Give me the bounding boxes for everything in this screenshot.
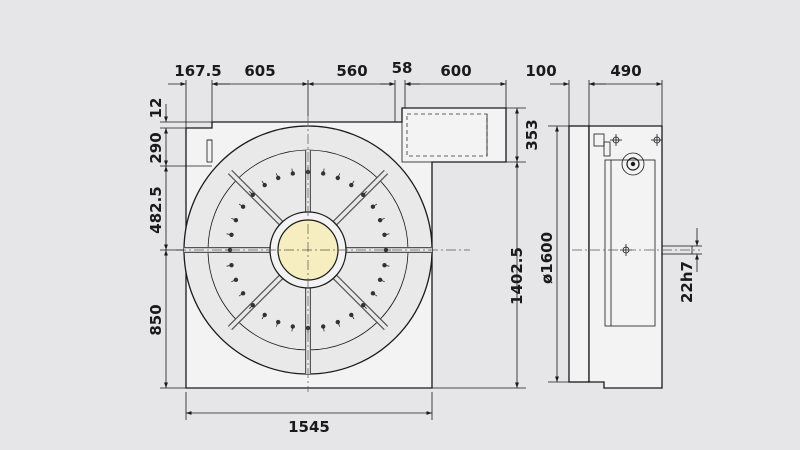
bolt-hole-tick: [372, 292, 378, 297]
dim-605: 605: [244, 62, 275, 80]
dim-490: 490: [610, 62, 641, 80]
dim-58: 58: [392, 59, 413, 77]
bolt-hole-tick: [231, 217, 237, 221]
dim-600: 600: [440, 62, 471, 80]
bolt-hole-tick: [350, 180, 355, 186]
bolt-hole: [335, 319, 340, 325]
dim-560: 560: [336, 62, 367, 80]
dim-482-5: 482.5: [147, 186, 165, 233]
dim-1402-5: 1402.5: [508, 247, 526, 305]
bolt-hole-tick: [261, 314, 266, 320]
bolt-hole-tick: [337, 321, 341, 327]
dim-290: 290: [147, 132, 165, 163]
bolt-hole-tick: [337, 173, 341, 179]
dim-diameter-1600: ø1600: [538, 232, 556, 284]
side-view: [568, 125, 700, 389]
bolt-hole-tick: [238, 203, 244, 208]
dim-1545: 1545: [288, 418, 330, 436]
bolt-hole: [349, 312, 354, 318]
bolt-hole-tick: [291, 326, 294, 332]
bolt-hole-tick: [384, 233, 390, 236]
bolt-hole-tick: [231, 279, 237, 283]
side-housing: [588, 125, 663, 389]
bolt-hole-tick: [362, 191, 367, 196]
bolt-hole-tick: [322, 326, 325, 332]
bolt-hole: [377, 218, 383, 223]
bolt-hole-tick: [249, 304, 254, 309]
dim-22h7: 22h7: [678, 261, 696, 303]
bolt-hole: [377, 277, 383, 282]
bolt-hole-tick: [379, 217, 385, 221]
bolt-hole-tick: [379, 279, 385, 283]
dimension-lines: [160, 80, 702, 420]
motor-housing: [386, 107, 507, 163]
bolt-hole-tick: [291, 168, 294, 174]
bolt-hole: [262, 312, 267, 318]
bolt-hole-tick: [322, 168, 325, 174]
bolt-hole-tick: [275, 173, 279, 179]
bolt-hole: [370, 204, 376, 209]
dim-100: 100: [525, 62, 556, 80]
bolt-hole: [370, 291, 376, 296]
bolt-hole: [276, 319, 281, 325]
bolt-hole-tick: [384, 264, 390, 267]
bolt-hole-tick: [261, 180, 266, 186]
bolt-hole-tick: [249, 191, 254, 196]
dim-167-5: 167.5: [174, 62, 221, 80]
bolt-hole-tick: [226, 264, 232, 267]
dim-353: 353: [523, 119, 541, 150]
front-view: [176, 107, 507, 392]
bolt-hole-tick: [350, 314, 355, 320]
bolt-hole-tick: [372, 203, 378, 208]
bolt-hole-tick: [362, 304, 367, 309]
dim-12: 12: [147, 98, 165, 119]
bolt-hole-tick: [226, 233, 232, 236]
bolt-hole-tick: [275, 321, 279, 327]
dimension-labels: 167.5 605 560 58 600 100 490 12 290 482.…: [147, 59, 696, 436]
bolt-hole-tick: [238, 292, 244, 297]
side-plate: [568, 125, 590, 383]
dim-850: 850: [147, 304, 165, 335]
